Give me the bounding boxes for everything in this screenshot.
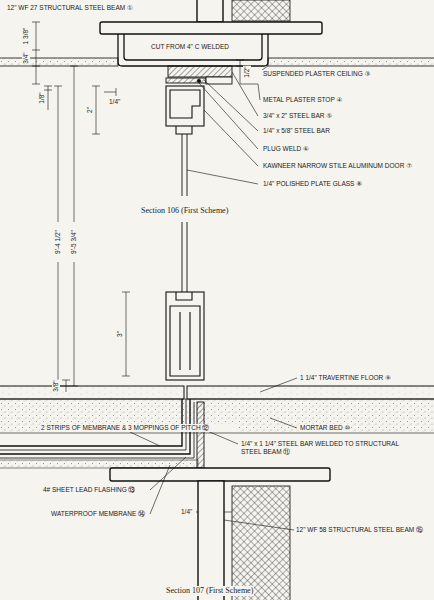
mortar-bed: [0, 399, 434, 433]
channel-member: [118, 34, 268, 66]
door-bottom-frame: [180, 312, 190, 370]
channel-member: [118, 34, 268, 66]
welded-steel-bar: [197, 402, 204, 468]
dimension-lines: [104, 88, 116, 96]
dimension-text: 1/4": [180, 508, 193, 516]
steel-bars: [206, 77, 232, 84]
leader-lines-lower: [150, 457, 186, 490]
part-label: 1/4" x 1 1/4" STEEL BAR WELDED TO STRUCT…: [240, 440, 402, 456]
masonry-block: [232, 0, 290, 21]
dimension-text: 2": [86, 106, 94, 114]
part-label: SUSPENDED PLASTER CEILING ③: [262, 70, 371, 78]
plaster-ceiling: [268, 58, 434, 66]
leader-lines-lower: [130, 432, 160, 446]
dimension-text: 9'-5 3/4": [70, 229, 78, 255]
upper-steel-beam: [100, 22, 322, 34]
part-label: 12" WF 58 STRUCTURAL STEEL BEAM ⑮: [295, 526, 431, 534]
lower-steel-beam: [198, 481, 224, 600]
leader-lines: [187, 170, 258, 184]
leader-lines-lower: [150, 465, 170, 514]
part-label: 12" WF 27 STRUCTURAL STEEL BEAM ①: [6, 4, 134, 12]
door-bottom-frame: [176, 292, 192, 300]
lower-steel-beam: [110, 468, 330, 600]
lower-steel-beam: [110, 468, 330, 481]
leader-lines-lower: [224, 520, 294, 530]
travertine-floor: [187, 386, 434, 399]
plaster-ceiling: [0, 58, 118, 66]
leader-lines: [199, 83, 258, 149]
part-label: 4# SHEET LEAD FLASHING ⑬: [42, 486, 137, 494]
part-label: WATERPROOF MEMBRANE ⑭: [50, 510, 146, 518]
caption-text: Section 106 (First Scheme): [140, 206, 229, 216]
part-label: 1/4" POLISHED PLATE GLASS ⑧: [262, 180, 363, 188]
membrane-layers: [0, 399, 198, 468]
door-bottom-frame: [182, 222, 187, 292]
dimension-text: 3/8": [52, 379, 60, 392]
part-label: 2 STRIPS OF MEMBRANE & 3 MOPPINGS OF PIT…: [40, 424, 238, 432]
door-head-frame: [176, 126, 192, 134]
dimension-lines: [32, 22, 40, 84]
leader-lines: [240, 84, 260, 100]
part-label: 3/4" x 2" STEEL BAR ⑤: [262, 112, 333, 120]
masonry-block-lower: [232, 486, 290, 600]
membrane-layers: [0, 399, 182, 446]
mortar-bed: [0, 399, 434, 433]
dimension-text: 3": [116, 330, 124, 338]
dimension-text: 1/8": [38, 91, 46, 104]
door-head-frame: [166, 86, 204, 126]
steel-bars: [166, 66, 232, 84]
part-label: 1 1/4" TRAVERTINE FLOOR ⑨: [299, 374, 392, 382]
door-head-frame: [182, 134, 187, 196]
steel-bars: [168, 66, 232, 77]
dimension-text: 9'-4 1/2": [54, 229, 62, 255]
channel-member: [124, 34, 262, 60]
caption-text: Section 107 (First Scheme): [165, 586, 254, 596]
part-label: METAL PLASTER STOP ④: [262, 96, 343, 104]
steel-bars: [166, 78, 206, 83]
dimension-text: 1/2": [243, 65, 251, 78]
leader-lines-lower: [260, 378, 297, 392]
steel-bars: [197, 79, 201, 83]
part-label: PLUG WELD ⑥: [262, 145, 310, 153]
part-label: MORTAR BED ⑩: [299, 424, 351, 432]
dimension-lines-lower: [62, 292, 130, 392]
plaster-ceiling: [0, 58, 434, 66]
door-bottom-frame: [166, 292, 204, 380]
membrane-layers: [0, 460, 198, 468]
masonry-block: [232, 0, 290, 21]
dimension-text: 1/4": [108, 98, 121, 106]
leader-lines: [204, 80, 258, 131]
leader-lines: [204, 110, 258, 166]
upper-steel-beam: [197, 0, 223, 22]
travertine-floor: [0, 386, 434, 399]
leader-lines-lower: [270, 418, 297, 428]
door-bottom-frame: [170, 306, 200, 376]
welded-steel-bar: [197, 402, 204, 468]
part-label: 1/4" x 5/8" STEEL BAR: [262, 127, 331, 135]
part-label: CUT FROM 4" C WELDED: [150, 43, 230, 51]
door-head-frame: [166, 86, 204, 196]
dimension-text: 1 3/8": [22, 27, 30, 46]
leader-lines: [187, 66, 268, 184]
dimension-text: 3/4": [22, 51, 30, 64]
masonry-block-lower: [232, 486, 290, 600]
leader-lines-lower: [205, 430, 238, 444]
door-head-frame: [170, 90, 200, 118]
leader-lines-lower: [196, 512, 232, 513]
dimension-lines: [70, 66, 78, 386]
door-bottom-frame: [166, 222, 204, 380]
dimension-lines: [54, 86, 62, 386]
part-label: KAWNEER NARROW STILE ALUMINUM DOOR ⑦: [262, 162, 413, 170]
travertine-floor: [0, 386, 184, 399]
dimension-lines: [32, 22, 244, 386]
